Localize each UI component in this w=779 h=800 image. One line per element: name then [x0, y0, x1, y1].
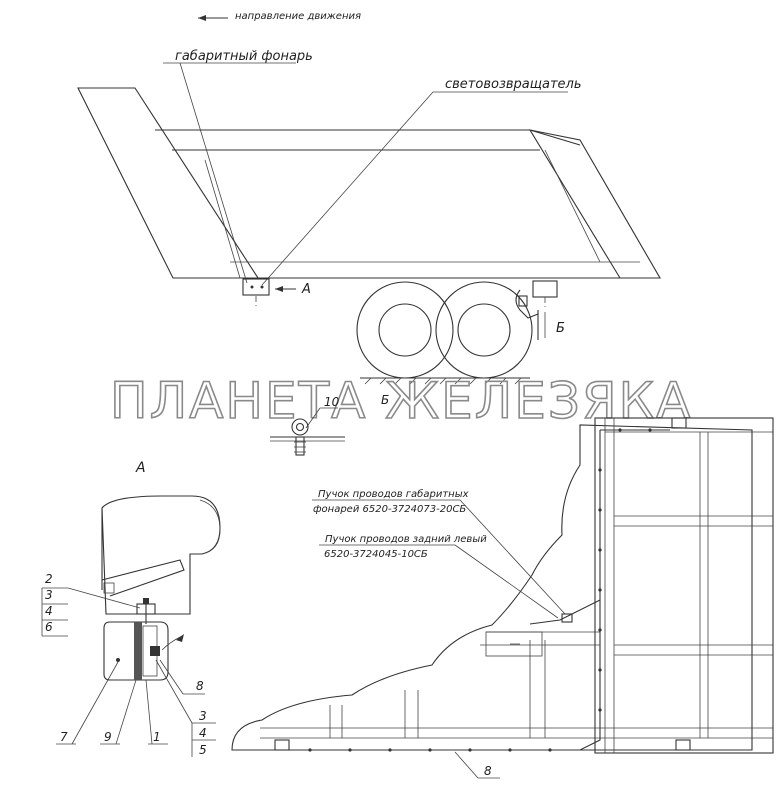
callout-7: 7: [60, 730, 68, 744]
marker-lamp: [242, 278, 270, 296]
view-a-detail: А 2 3 4 6 8 7 9 1 3: [41, 460, 221, 757]
reflector-label: световозвращатель: [445, 77, 582, 92]
direction-label: направление движения: [235, 11, 361, 22]
harness-rear-label-2: 6520-3724045-10СБ: [324, 549, 428, 560]
harness-rear-label-1: Пучок проводов задний левый: [325, 534, 487, 545]
lamp-housing: [103, 621, 169, 681]
frame-plan-view: [231, 417, 774, 754]
trailer-body: А: [77, 87, 661, 308]
callout-1: 1: [153, 730, 161, 744]
callout-8a: 8: [196, 679, 204, 693]
reflector-callout: световозвращатель: [261, 77, 582, 286]
callout-2: 2: [45, 572, 53, 586]
direction-arrow: направление движения: [198, 11, 361, 22]
harness-route: [280, 430, 601, 751]
wheel-rear: [435, 281, 533, 379]
wheels: [356, 281, 533, 385]
harness-marker-label-1: Пучок проводов габаритных: [318, 488, 469, 500]
callout-9: 9: [104, 730, 112, 744]
callout-5: 5: [199, 743, 207, 757]
view-a-title: А: [135, 460, 146, 476]
marker-lamp-label: габаритный фонарь: [175, 49, 313, 64]
callout-4b: 4: [199, 726, 207, 740]
harness-marker-label-2: фонарей 6520-3724073-20СБ: [313, 504, 466, 515]
coupling-b: Б: [515, 289, 565, 340]
view-b-marker: Б: [556, 321, 565, 336]
callout-4a: 4: [45, 604, 53, 618]
watermark: ПЛАНЕТА ЖЕЛЕЗЯКА: [110, 372, 692, 430]
view-a-marker: А: [301, 282, 311, 297]
rear-lamp: [532, 280, 558, 298]
callout-10: 10: [324, 395, 340, 409]
callout-6: 6: [45, 620, 53, 634]
view-b-title: Б: [381, 393, 389, 407]
wheel-front: [356, 281, 454, 379]
callout-3b: 3: [199, 709, 207, 723]
callout-3a: 3: [45, 588, 53, 602]
marker-lamp-callout: габаритный фонарь: [163, 49, 313, 284]
callout-8b: 8: [484, 764, 492, 778]
harness-callouts: Пучок проводов габаритных фонарей 6520-3…: [312, 488, 566, 779]
view-b-detail: Б 10: [270, 393, 389, 456]
